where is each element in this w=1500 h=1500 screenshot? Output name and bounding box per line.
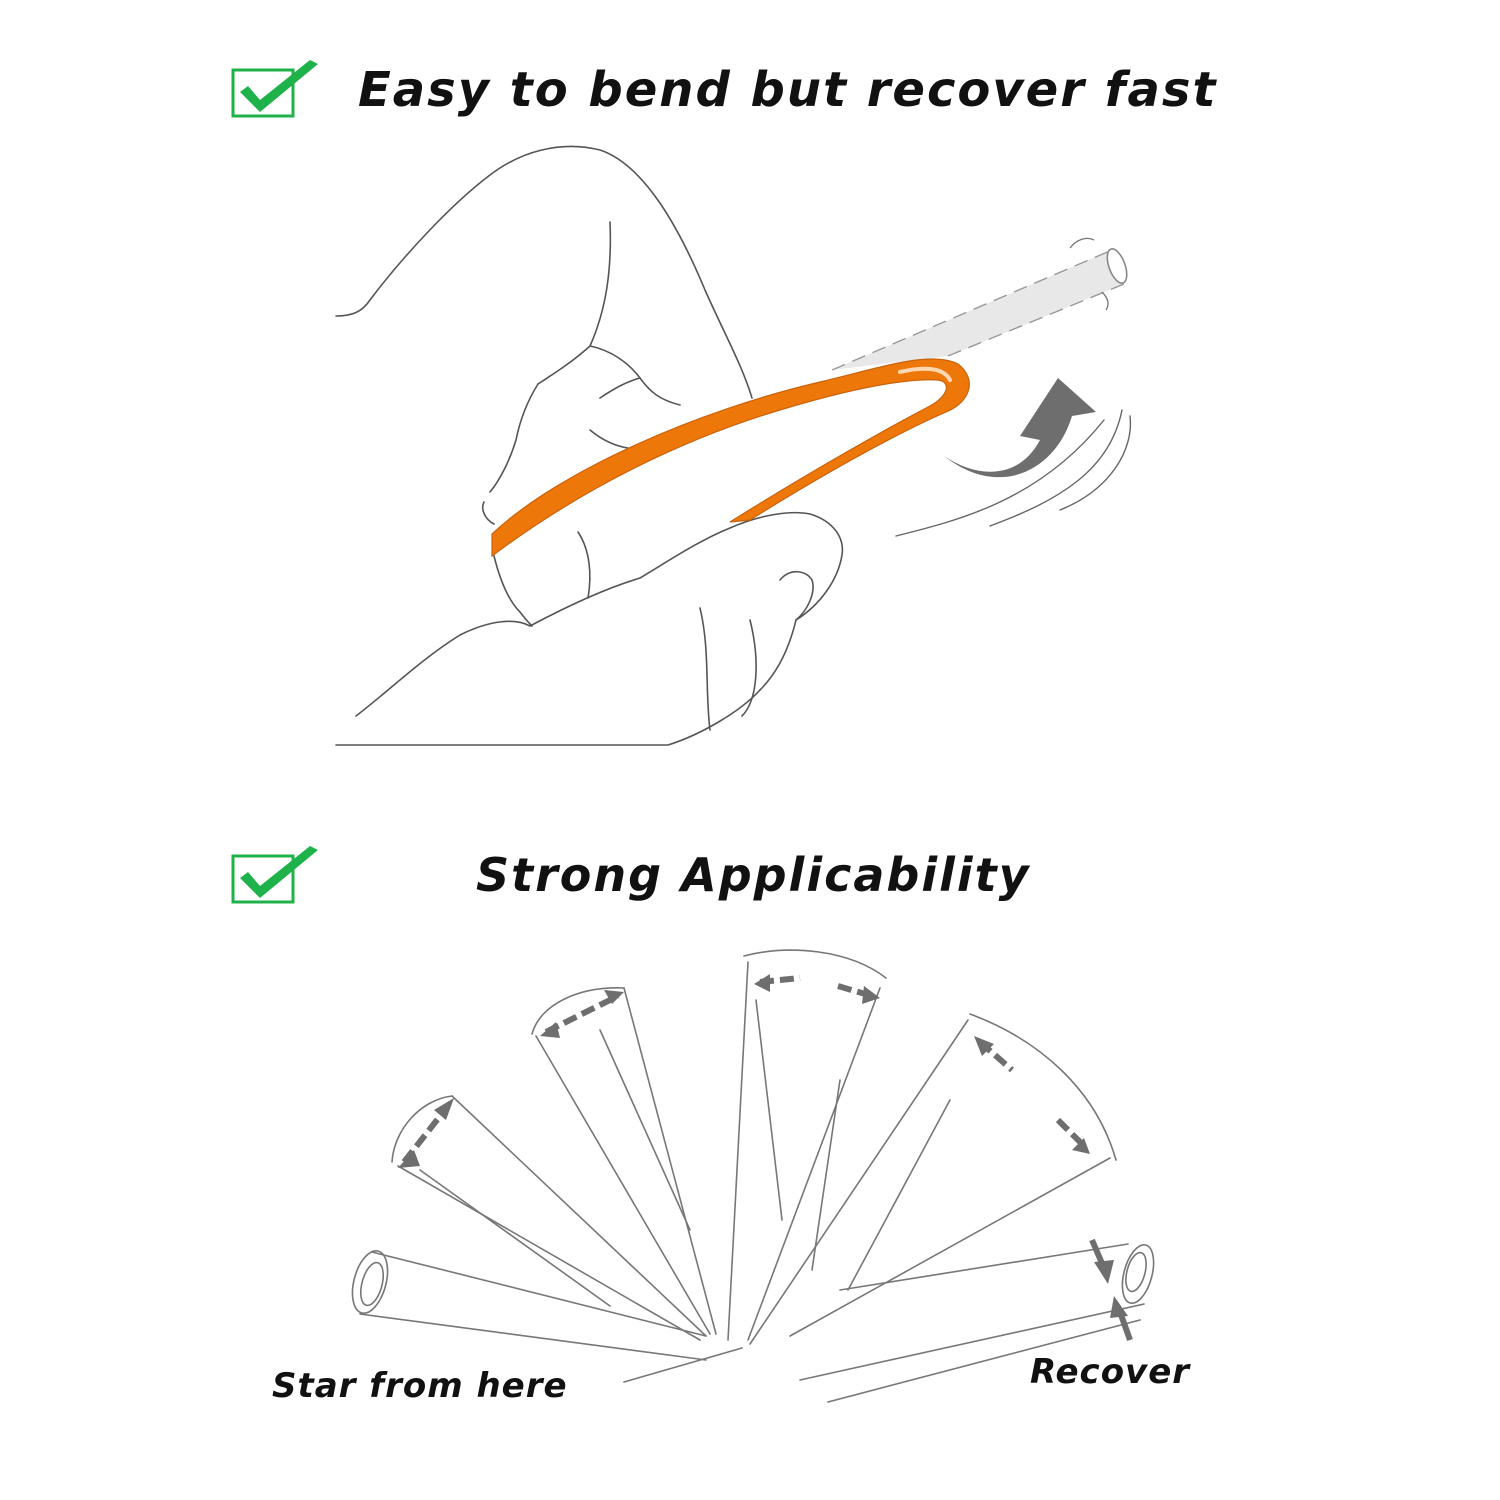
hand-bending-tube-illustration: [335, 145, 1132, 746]
straight-tube-ghost: [831, 237, 1128, 371]
checkbox-check-icon: [231, 846, 318, 904]
start-caption: Star from here: [272, 1366, 568, 1406]
arrow-heads: [398, 974, 1090, 1168]
motion-lines: [895, 409, 1132, 537]
compression-arrows: [1089, 1238, 1133, 1342]
recover-caption: Recover: [1030, 1352, 1191, 1392]
applicability-heading: Strong Applicability: [476, 848, 1031, 902]
curved-recover-arrow: [944, 378, 1096, 478]
bend-heading: Easy to bend but recover fast: [358, 62, 1218, 118]
stretch-arrows: [401, 975, 1087, 1164]
checkbox-check-icon: [231, 60, 318, 118]
bent-orange-tube: [491, 358, 970, 558]
